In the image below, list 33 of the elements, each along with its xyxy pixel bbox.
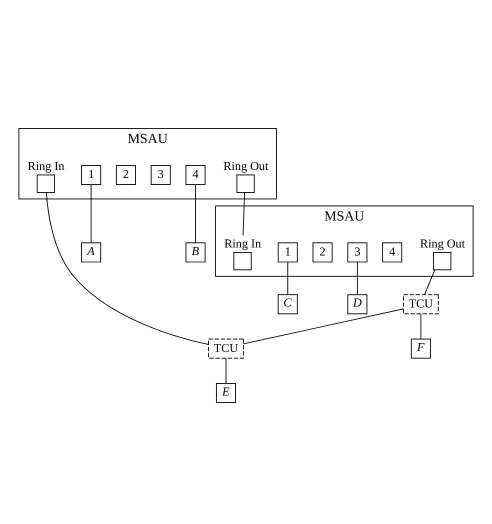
connector [46,192,209,345]
node-box: 4 [382,242,402,262]
node-label: Ring Out [223,158,268,173]
node-box [233,252,252,270]
node-box: 3 [150,164,171,185]
node-box: 2 [116,164,136,185]
node-box: 4 [186,164,206,185]
node-box: F [410,338,431,359]
node-box [236,174,255,193]
node-box: 1 [278,242,298,262]
node-label: Ring In [28,158,64,173]
node-box: TCU [403,294,439,314]
node-box [36,174,56,193]
node-box: A [81,242,102,262]
node-box: 3 [347,242,368,262]
node-box: D [347,294,368,314]
node-box: 2 [312,242,333,262]
connector [195,184,196,244]
connector [287,262,288,295]
connector [242,192,245,236]
node-box: TCU [208,338,244,359]
connector [90,184,92,244]
node-box: 1 [81,164,102,185]
node-label: Ring Out [420,236,465,250]
node-label: Ring In [224,236,262,250]
connector [420,314,422,340]
node-box [433,252,452,270]
connector [243,308,404,344]
connector [424,268,436,295]
node-box: E [216,382,236,403]
node-box: C [278,294,298,314]
connector [356,262,358,295]
node-box: B [186,242,206,262]
